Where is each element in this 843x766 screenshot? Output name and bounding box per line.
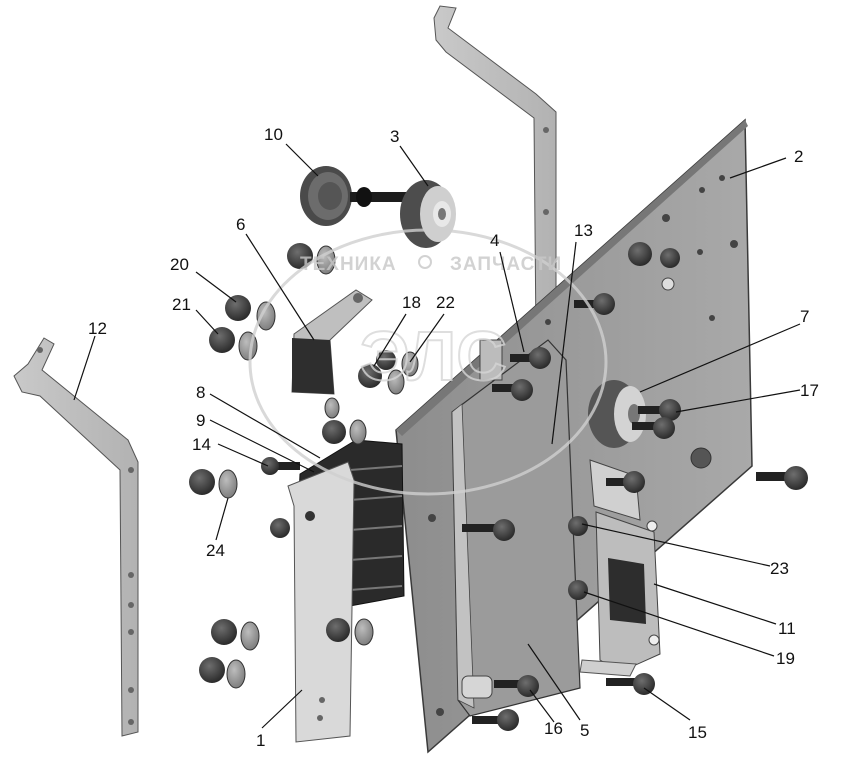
bolts — [261, 293, 808, 731]
callout-19: 19 — [776, 649, 795, 668]
shaft-10-3 — [350, 187, 410, 207]
callout-6: 6 — [236, 215, 245, 234]
callout-23: 23 — [770, 559, 789, 578]
watermark-right-word: ЗАПЧАСТИ — [450, 254, 562, 275]
part-12-left-bracket — [13, 337, 139, 737]
gear-icon — [418, 255, 432, 269]
callout-10: 10 — [264, 125, 283, 144]
callout-16: 16 — [544, 719, 563, 738]
washers — [218, 245, 419, 689]
nuts — [189, 242, 680, 683]
part-rear-upper-bracket — [433, 5, 557, 339]
callout-15: 15 — [688, 723, 707, 742]
callout-24: 24 — [206, 541, 225, 560]
part-3-roller — [400, 180, 456, 248]
part-5-contactor-housing — [451, 339, 581, 717]
leader-lines — [73, 143, 801, 729]
callout-8: 8 — [196, 383, 205, 402]
callout-2: 2 — [794, 147, 803, 166]
callout-1: 1 — [256, 731, 265, 750]
part-7-ring — [588, 380, 646, 448]
callout-13: 13 — [574, 221, 593, 240]
watermark-left-word: ТЕХНИКА — [300, 254, 397, 275]
part-1-front-bracket — [287, 461, 355, 743]
callout-17: 17 — [800, 381, 819, 400]
part-6-cam — [291, 289, 373, 395]
callout-21: 21 — [172, 295, 191, 314]
callout-14: 14 — [192, 435, 211, 454]
part-10-roller — [300, 166, 352, 226]
callout-12: 12 — [88, 319, 107, 338]
callout-4: 4 — [490, 231, 499, 250]
callout-18: 18 — [402, 293, 421, 312]
watermark: ТЕХНИКА ЗАПЧАСТИ ЭЛС — [248, 228, 608, 496]
callout-5: 5 — [580, 721, 589, 740]
callout-labels: 1 2 3 4 5 6 7 8 9 10 11 12 13 14 15 16 1… — [88, 125, 819, 750]
callout-20: 20 — [170, 255, 189, 274]
callout-11: 11 — [778, 619, 796, 638]
callout-3: 3 — [390, 127, 399, 146]
callout-22: 22 — [436, 293, 455, 312]
callout-7: 7 — [800, 307, 809, 326]
callout-9: 9 — [196, 411, 205, 430]
